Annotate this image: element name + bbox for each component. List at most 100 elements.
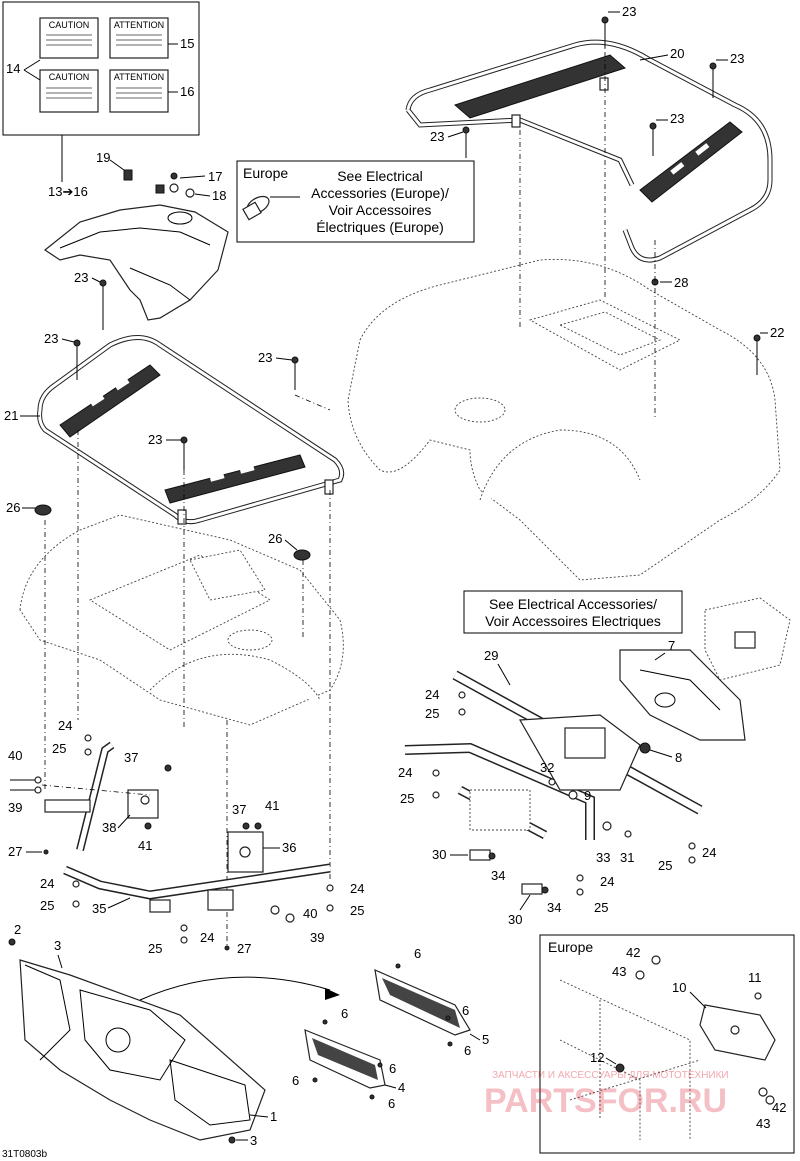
label-20: 20 [670,46,684,61]
label-25g: 25 [658,858,672,873]
label-23a: 23 [622,4,636,19]
label-34b: 34 [547,900,561,915]
label-35: 35 [92,901,106,916]
label-16: 16 [180,84,194,99]
label-30b: 30 [508,912,522,927]
decal-16 [109,69,169,113]
label-25h: 25 [594,900,608,915]
label-3a: 3 [54,938,61,953]
elec-eu-line3: Voir Accessoires [329,202,432,218]
label-27a: 27 [8,844,22,859]
screw-19 [123,169,133,181]
label-38: 38 [102,820,116,835]
rear-rack-20: 20 23 23 23 23 [405,4,773,263]
label-24a: 24 [58,718,72,733]
label-43a: 43 [612,964,626,979]
elec-eu-line2: Accessories (Europe)/ [311,185,449,201]
label-43b: 43 [756,1116,770,1131]
label-42a: 42 [626,945,640,960]
europe-tag-inset: Europe [548,939,593,955]
europe-electrical-callout: Europe See Electrical Accessories (Europ… [236,160,475,243]
label-6a: 6 [414,946,421,961]
label-8: 8 [675,750,682,765]
decal-inset: CAUTION ATTENTION CAUTION ATTENTION 14 1… [2,1,200,199]
label-18: 18 [212,188,226,203]
label-23c: 23 [430,129,444,144]
label-10: 10 [672,980,686,995]
label-6e: 6 [389,1061,396,1076]
decal-attention-text-a: ATTENTION [114,20,164,30]
label-5: 5 [482,1032,489,1047]
decal-14-upper [39,17,99,59]
decal-caution-text-a: CAUTION [49,20,90,30]
elec-line1: See Electrical Accessories/ [489,596,657,612]
label-7: 7 [668,638,675,653]
decal-caution-text-b: CAUTION [49,72,90,82]
label-12: 12 [590,1050,604,1065]
label-30a: 30 [432,847,446,862]
decal-attention-text-b: ATTENTION [114,72,164,82]
label-22: 22 [770,325,784,340]
label-25b: 25 [40,898,54,913]
label-11: 11 [748,970,762,985]
label-25f: 25 [400,791,414,806]
label-32: 32 [540,760,554,775]
label-27b: 27 [237,941,251,956]
label-42b: 42 [772,1100,786,1115]
label-24b: 24 [40,876,54,891]
label-39a: 39 [8,800,22,815]
label-17: 17 [208,169,222,184]
elec-eu-line1: See Electrical [337,168,423,184]
label-41a: 41 [138,838,152,853]
label-4: 4 [398,1080,405,1095]
label-26b: 26 [268,531,282,546]
label-24h: 24 [600,874,614,889]
label-29: 29 [484,648,498,663]
label-23b: 23 [730,51,744,66]
label-13-16: 13➔16 [48,184,88,199]
label-19: 19 [96,150,110,165]
label-25c: 25 [148,941,162,956]
label-6g: 6 [388,1096,395,1111]
label-37b: 37 [232,802,246,817]
watermark-brand: PARTSFOR.RU [484,1082,727,1120]
watermark-line1: ЗАПЧАСТИ И АКСЕССУАРЫ ДЛЯ МОТОТЕХНИКИ [492,1070,729,1081]
label-39b: 39 [310,930,324,945]
label-23g: 23 [258,350,272,365]
decal-14-lower [39,69,99,113]
label-9: 9 [584,788,591,803]
label-24f: 24 [398,765,412,780]
label-33: 33 [596,850,610,865]
label-40b: 40 [303,906,317,921]
label-3b: 3 [250,1133,257,1148]
label-37a: 37 [124,750,138,765]
label-31: 31 [620,850,634,865]
label-15: 15 [180,36,194,51]
label-6d: 6 [464,1043,471,1058]
label-25a: 25 [52,741,66,756]
rear-fender: 28 22 [347,40,784,581]
rear-frame-29: 29 24 25 24 25 32 9 33 31 24 25 24 25 30… [398,648,716,927]
label-23d: 23 [670,111,684,126]
label-2: 2 [14,922,21,937]
label-6f: 6 [292,1073,299,1088]
elec-line2: Voir Accessoires Electriques [485,613,661,629]
label-41b: 41 [265,798,279,813]
label-23h: 23 [148,432,162,447]
label-1: 1 [270,1109,277,1124]
label-25d: 25 [350,903,364,918]
label-6b: 6 [341,1006,348,1021]
label-14: 14 [6,61,20,76]
label-6c: 6 [462,1003,469,1018]
label-24d: 24 [350,881,364,896]
front-cover-part: 19 17 18 [43,150,229,321]
label-25e: 25 [425,706,439,721]
label-21: 21 [4,408,18,423]
label-23e: 23 [44,331,58,346]
front-bumper-assembly: 2 3 1 3 6 6 6 5 6 6 4 6 6 [8,922,489,1148]
label-24e: 24 [425,687,439,702]
decal-15 [109,17,169,59]
front-frame-35: 35 40 39 27 24 25 37 38 41 37 41 36 24 2… [8,718,364,956]
watermark: ЗАПЧАСТИ И АКСЕССУАРЫ ДЛЯ МОТОТЕХНИКИ PA… [484,1070,729,1120]
